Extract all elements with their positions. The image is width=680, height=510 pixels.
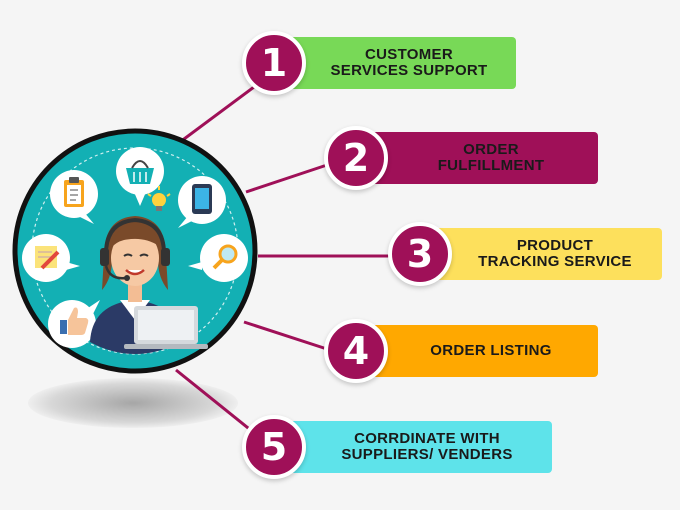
item-3-line-2: TRACKING SERVICE bbox=[478, 253, 632, 270]
item-1-line-2: SERVICES SUPPORT bbox=[330, 62, 488, 79]
item-5-number: 5 bbox=[242, 415, 306, 479]
hub-shadow bbox=[28, 378, 238, 428]
item-2-line-1: ORDER bbox=[463, 141, 519, 158]
item-3-number: 3 bbox=[388, 222, 452, 286]
thumbs-up-icon bbox=[48, 300, 100, 348]
item-2-number: 2 bbox=[324, 126, 388, 190]
item-5-line-2: SUPPLIERS/ VENDERS bbox=[341, 446, 513, 463]
customer-service-hub bbox=[12, 128, 258, 374]
item-5-label: CORRDINATE WITH SUPPLIERS/ VENDERS bbox=[276, 421, 552, 473]
connector-1 bbox=[179, 82, 259, 144]
item-1-label: CUSTOMER SERVICES SUPPORT bbox=[276, 37, 516, 89]
item-2-label: ORDER FULFILLMENT bbox=[358, 132, 598, 184]
magnifier-icon bbox=[188, 234, 248, 282]
basket-icon bbox=[116, 147, 164, 206]
connector-5 bbox=[175, 368, 259, 438]
note-pencil-icon bbox=[22, 234, 80, 282]
item-4-number: 4 bbox=[324, 319, 388, 383]
item-1-line-1: CUSTOMER bbox=[365, 46, 453, 63]
item-4-line-1: ORDER LISTING bbox=[430, 342, 552, 359]
connector-4 bbox=[243, 320, 331, 352]
lightbulb-icon bbox=[147, 186, 171, 211]
laptop-icon bbox=[124, 306, 208, 349]
item-5-line-1: CORRDINATE WITH bbox=[354, 430, 500, 447]
item-2-line-2: FULFILLMENT bbox=[437, 157, 545, 174]
item-4-label: ORDER LISTING bbox=[358, 325, 598, 377]
connector-2 bbox=[245, 162, 331, 194]
clipboard-icon bbox=[50, 170, 98, 224]
item-1-number: 1 bbox=[242, 31, 306, 95]
tablet-icon bbox=[178, 176, 226, 228]
item-3-label: PRODUCT TRACKING SERVICE bbox=[422, 228, 662, 280]
item-3-line-1: PRODUCT bbox=[516, 237, 594, 254]
